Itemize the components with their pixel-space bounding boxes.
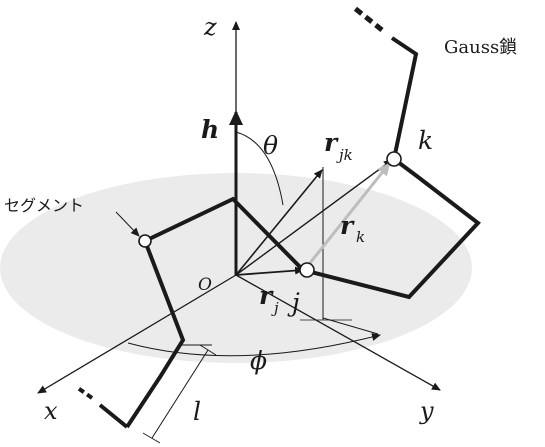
gauss-chain [125,36,481,429]
segment-label: セグメント [4,196,84,215]
projection-floor-line [322,317,379,335]
rk-vector [235,159,393,276]
y-axis-label: y [419,397,434,425]
segment-node [138,234,152,248]
rjk-vector [235,169,323,276]
h-vector-label: h [201,115,219,144]
rj-label-subscript: j [271,299,279,317]
rj-vector [235,266,304,276]
segment-length-line [151,349,209,439]
x-axis-label: x [44,397,58,425]
theta-label: θ [263,131,278,160]
node-j [299,262,315,278]
origin-label: O [198,275,212,295]
rk-label-subscript: k [356,228,365,246]
segment-length-tick-bottom [142,432,161,444]
x-axis [37,274,237,394]
chain-head-dashes [350,4,384,32]
rjk-displacement-arrow [304,162,391,269]
segment-length-tick-top [199,344,217,356]
segment-length-label: l [193,397,201,426]
theta-arc [235,131,284,206]
y-axis [235,274,441,391]
node-k-label: k [418,126,433,155]
gauss-chain-label: Gauss鎖 [444,37,517,58]
z-axis-label: z [203,13,217,41]
segment-pointer [115,211,140,237]
rjk-label: r [324,128,339,157]
node-k [386,151,402,167]
rj-label: r [259,281,274,310]
phi-arc [127,333,381,357]
phi-label: ϕ [250,346,267,375]
chain-tail-segment [98,403,129,429]
chain-tail-dashes [76,386,94,400]
rk-label: r [340,211,355,240]
rjk-label-subscript: jk [336,146,353,164]
